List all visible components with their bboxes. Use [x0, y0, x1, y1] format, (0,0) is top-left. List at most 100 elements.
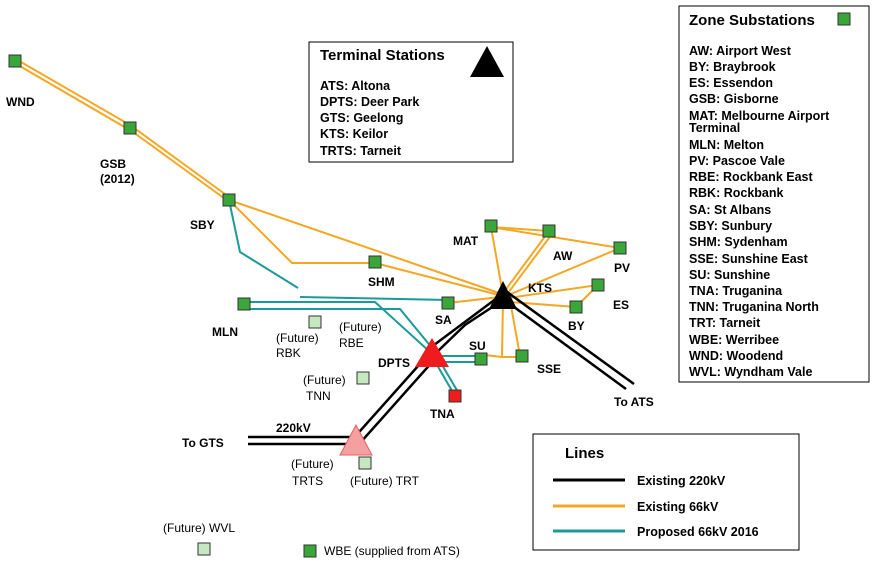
label-sby: SBY: [190, 218, 215, 232]
diagram-labels: WND GSB (2012) SBY MAT AW PV KTS ES SHM …: [6, 95, 654, 558]
zone-shm: [368, 255, 382, 269]
terminal-legend-title: Terminal Stations: [320, 47, 445, 64]
zone-legend-item: SBY: Sunbury: [689, 219, 772, 233]
label-trts: TRTS: [292, 474, 323, 488]
zone-legend-item: BY: Braybrook: [689, 60, 776, 74]
terminal-legend: Terminal Stations ATS: Altona DPTS: Deer…: [308, 41, 514, 163]
label-su: SU: [469, 339, 486, 353]
label-rbe-future: (Future): [339, 320, 382, 334]
label-gsb: GSB: [100, 157, 126, 171]
lines-legend-title: Lines: [565, 445, 604, 462]
line-mln-dpts-b: [244, 308, 438, 355]
zone-legend-item: ES: Essendon: [689, 76, 773, 90]
lines-legend-label-220kv: Existing 220kV: [637, 474, 726, 488]
line-es-kts: [507, 284, 599, 299]
zone-mln: [237, 297, 251, 311]
label-shm: SHM: [368, 275, 395, 289]
label-to-gts: To GTS: [182, 436, 224, 450]
zone-trt-future: [358, 456, 372, 470]
line-mln-dpts-a: [244, 301, 431, 353]
zone-legend-item: WBE: Werribee: [689, 333, 779, 347]
line-sby-kts: [228, 199, 500, 294]
line-dpts-trts-a: [351, 355, 428, 441]
line-sby-shm: [228, 199, 375, 264]
label-wnd: WND: [6, 95, 35, 109]
zone-legend-icon: [837, 12, 851, 26]
zone-es: [591, 278, 605, 292]
label-by: BY: [568, 319, 585, 333]
zone-legend-item: AW: Airport West: [689, 44, 792, 58]
line-mat-kts: [490, 226, 504, 296]
label-mln: MLN: [212, 325, 238, 339]
terminal-kts: [489, 281, 517, 309]
label-mat: MAT: [453, 234, 479, 248]
line-aw-kts-a: [503, 230, 550, 293]
zone-wnd: [8, 54, 22, 68]
zone-wvl-future: [197, 542, 211, 556]
label-to-ats: To ATS: [614, 395, 654, 409]
terminal-legend-item: GTS: Geelong: [320, 111, 403, 125]
line-shm-kts: [374, 262, 500, 296]
line-kts-su-a: [501, 299, 504, 358]
zone-by: [569, 300, 583, 314]
label-aw: AW: [553, 249, 573, 263]
line-mln-sa: [299, 296, 449, 301]
lines-legend-label-proposed: Proposed 66kV 2016: [637, 525, 759, 539]
terminal-trts-future: [339, 423, 373, 456]
zone-legend-item: SU: Sunshine: [689, 268, 770, 282]
zone-tnn-future: [356, 371, 370, 385]
label-tnn: TNN: [306, 389, 331, 403]
zone-gsb: [123, 121, 137, 135]
lines-legend-label-66kv: Existing 66kV: [637, 500, 719, 514]
line-kts-dpts-a: [429, 296, 498, 350]
zone-legend-item: TNA: Truganina: [689, 284, 783, 298]
terminal-dpts: [415, 338, 449, 367]
zone-legend-item: TRT: Tarneit: [689, 316, 761, 330]
zone-tna: [448, 389, 462, 403]
label-tnn-future: (Future): [303, 373, 346, 387]
zone-pv: [613, 241, 627, 255]
label-trt: (Future) TRT: [350, 474, 420, 488]
label-220kv: 220kV: [276, 421, 311, 435]
label-rbe: RBE: [339, 336, 364, 350]
zone-legend-item: TNN: Truganina North: [689, 300, 819, 314]
terminal-legend-icon: [470, 46, 504, 77]
zone-su: [474, 352, 488, 366]
zone-mat: [484, 219, 498, 233]
line-wnd-gsb-b: [17, 64, 134, 133]
zone-legend-item: Terminal: [689, 121, 740, 135]
zone-legend-item: RBK: Rockbank: [689, 186, 784, 200]
zone-sby: [222, 193, 236, 207]
label-gsb-year: (2012): [100, 172, 135, 186]
terminal-legend-item: ATS: Altona: [320, 79, 391, 93]
line-pv-kts: [505, 247, 621, 297]
line-sa-kts: [447, 296, 501, 304]
terminal-legend-item: TRTS: Tarneit: [320, 144, 402, 158]
line-kts-ats-a: [498, 294, 627, 391]
line-gsb-sby-a: [129, 124, 230, 198]
label-trts-future: (Future): [291, 457, 334, 471]
label-tna: TNA: [430, 407, 455, 421]
zone-legend-box: [678, 5, 870, 383]
line-aw-kts-b: [507, 233, 553, 294]
zone-legend-item: MLN: Melton: [689, 138, 764, 152]
zone-legend-item: RBE: Rockbank East: [689, 170, 813, 184]
line-su-dpts: [484, 354, 503, 358]
label-wvl: (Future) WVL: [163, 521, 235, 535]
zone-legend-item: SHM: Sydenham: [689, 235, 788, 249]
zone-legend-item: WND: Woodend: [689, 349, 783, 363]
label-pv: PV: [614, 261, 630, 275]
label-es: ES: [613, 298, 629, 312]
line-sby-proposed: [228, 199, 299, 289]
zone-legend-item: SSE: Sunshine East: [689, 252, 809, 266]
zone-legend-item: MAT: Melbourne Airport: [689, 109, 830, 123]
label-sa: SA: [435, 313, 452, 327]
lines-legend: Lines Existing 220kV Existing 66kV Propo…: [532, 433, 800, 551]
line-kts-ats-b: [506, 290, 635, 386]
label-rbk-future: (Future): [276, 331, 319, 345]
zone-legend-item: GSB: Gisborne: [689, 92, 779, 106]
zone-rbk-future: [308, 315, 322, 329]
terminal-legend-item: KTS: Keilor: [320, 127, 388, 141]
